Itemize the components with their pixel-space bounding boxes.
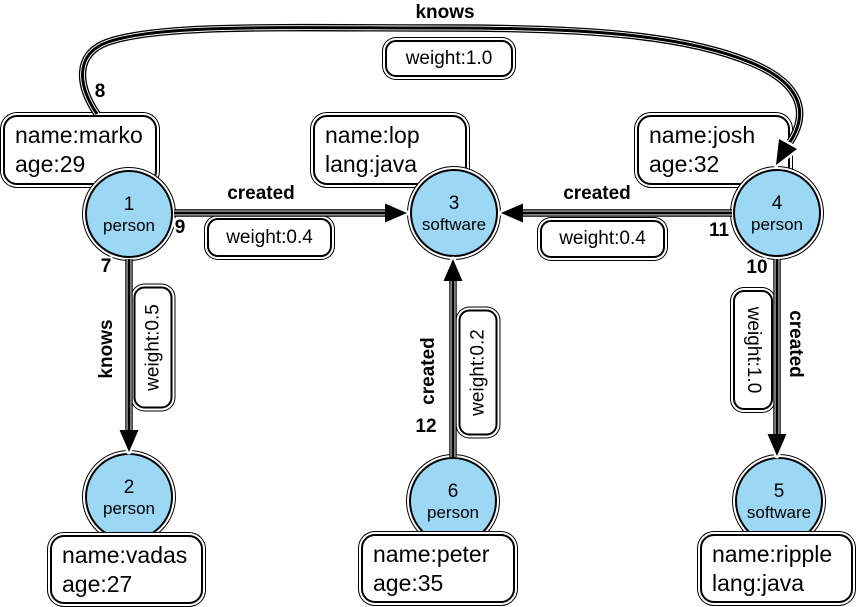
weight-edge-9-value: weight:0.4 bbox=[226, 226, 313, 248]
edge-10-arrowhead bbox=[767, 434, 787, 456]
properties-node-3: name:lop lang:java bbox=[313, 115, 467, 185]
arrowheads bbox=[119, 139, 797, 456]
edge-7-label: knows bbox=[96, 319, 117, 379]
node-1-id: 1 bbox=[123, 193, 135, 215]
node-6-id: 6 bbox=[447, 480, 459, 502]
edge-9-label: created bbox=[227, 183, 295, 204]
property-line: lang:java bbox=[325, 151, 418, 177]
node-3-type: software bbox=[421, 214, 487, 234]
node-5-type: software bbox=[746, 502, 812, 522]
weight-edge-11: weight:0.4 bbox=[540, 220, 665, 258]
node-4: 4 person bbox=[733, 169, 821, 257]
edge-11-label: created bbox=[563, 183, 631, 204]
property-line: age:29 bbox=[15, 151, 86, 177]
properties-node-1: name:marko age:29 bbox=[3, 115, 157, 185]
edge-12-arrowhead bbox=[443, 259, 463, 281]
node-2-type: person bbox=[103, 498, 155, 518]
node-1: 1 person bbox=[85, 170, 173, 258]
edge-8-id: 8 bbox=[94, 81, 106, 102]
properties-node-5: name:ripple lang:java bbox=[700, 534, 853, 603]
node-4-id: 4 bbox=[771, 192, 783, 214]
properties-node-6: name:peter age:35 bbox=[361, 534, 515, 603]
edge-11-arrowhead bbox=[501, 203, 523, 223]
node-3-id: 3 bbox=[448, 192, 460, 214]
node-6: 6 person bbox=[409, 457, 497, 545]
weight-edge-11-value: weight:0.4 bbox=[559, 228, 646, 249]
property-line: name:peter bbox=[373, 541, 490, 567]
node-4-type: person bbox=[751, 214, 803, 234]
edge-11-id: 11 bbox=[708, 220, 730, 241]
edge-8-arrowhead bbox=[776, 139, 797, 165]
edge-7-arrowhead bbox=[119, 430, 139, 452]
edge-8-label: knows bbox=[415, 2, 475, 23]
property-line: name:lop bbox=[325, 122, 420, 148]
node-1-type: person bbox=[103, 215, 155, 235]
edge-7-id: 7 bbox=[100, 256, 112, 277]
edge-10-id: 10 bbox=[746, 257, 768, 278]
properties-node-2: name:vadas age:27 bbox=[50, 535, 203, 604]
property-line: age:35 bbox=[373, 570, 444, 596]
edge-12-id: 12 bbox=[415, 416, 437, 437]
weight-edge-8-value: weight:1.0 bbox=[405, 47, 493, 69]
edge-8-line bbox=[78, 23, 804, 145]
edge-10-label: created bbox=[785, 310, 806, 378]
property-line: name:ripple bbox=[712, 541, 833, 567]
edge-12-label: created bbox=[418, 337, 439, 405]
edge-9-arrowhead bbox=[385, 203, 407, 223]
weight-edge-8: weight:1.0 bbox=[385, 40, 513, 77]
node-5-id: 5 bbox=[773, 480, 785, 502]
node-3: 3 software bbox=[410, 169, 498, 257]
node-2-id: 2 bbox=[123, 476, 135, 498]
edge-9-id: 9 bbox=[174, 217, 186, 238]
node-5: 5 software bbox=[735, 457, 823, 545]
property-line: name:vadas bbox=[62, 542, 188, 568]
property-line: name:marko bbox=[15, 122, 143, 148]
property-line: name:josh bbox=[649, 122, 756, 148]
property-line: age:27 bbox=[62, 571, 133, 597]
property-line: age:32 bbox=[649, 151, 720, 177]
property-line: lang:java bbox=[712, 570, 805, 596]
weight-edge-9: weight:0.4 bbox=[207, 218, 332, 257]
node-6-type: person bbox=[427, 502, 479, 522]
